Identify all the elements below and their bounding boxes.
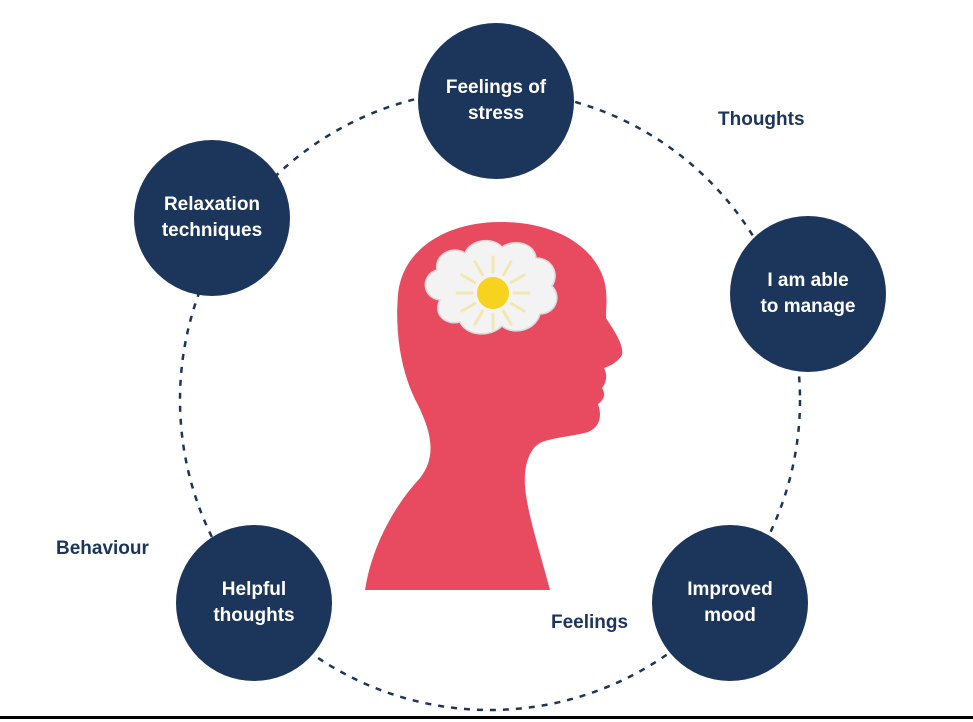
node-feelings-of-stress: Feelings of stress bbox=[418, 23, 574, 179]
node-label: I am able to manage bbox=[760, 270, 856, 317]
sun-ray bbox=[473, 260, 484, 277]
category-behaviour: Behaviour bbox=[56, 538, 149, 559]
category-thoughts: Thoughts bbox=[718, 109, 805, 130]
cloud-sun-icon bbox=[424, 239, 558, 335]
node-label: Feelings of stress bbox=[445, 77, 547, 124]
sun-ray bbox=[502, 309, 513, 326]
sun-ray bbox=[509, 302, 526, 313]
sun-ray bbox=[460, 302, 477, 313]
node-improved-mood: Improved mood bbox=[652, 525, 808, 681]
bottom-divider bbox=[0, 716, 973, 719]
sun-ray bbox=[473, 309, 484, 326]
sun-ray bbox=[502, 260, 513, 277]
node-label: Improved mood bbox=[687, 579, 773, 626]
category-feelings: Feelings bbox=[551, 612, 629, 633]
node-relaxation-techniques: Relaxation techniques bbox=[134, 140, 290, 296]
node-helpful-thoughts: Helpful thoughts bbox=[176, 525, 332, 681]
node-i-am-able-to-manage: I am able to manage bbox=[730, 216, 886, 372]
node-label: Helpful thoughts bbox=[213, 579, 295, 626]
node-label: Relaxation techniques bbox=[161, 194, 263, 241]
sun-ray bbox=[460, 273, 477, 284]
sun-ray bbox=[509, 273, 526, 284]
